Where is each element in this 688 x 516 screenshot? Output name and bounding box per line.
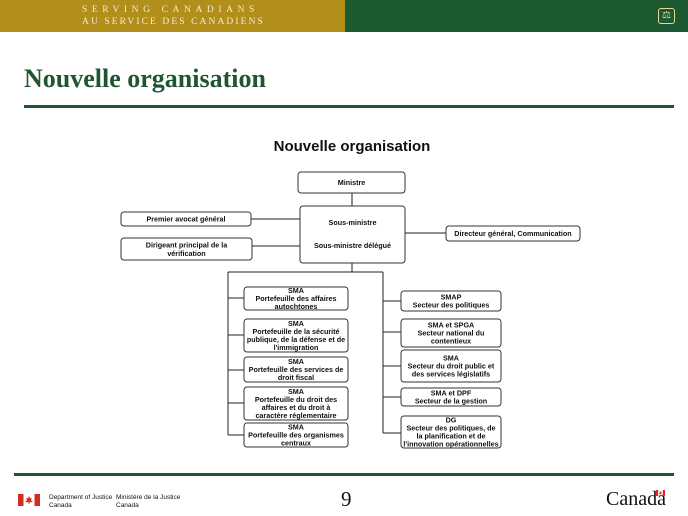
diagram-title: Nouvelle organisation (274, 138, 431, 155)
scales-of-justice-icon: ⚖ (658, 8, 675, 24)
node-left-sma-2-label: l'immigration (274, 343, 319, 352)
node-left-sma-4-label: caractère réglementaire (255, 411, 336, 420)
node-left-sma-3-label: droit fiscal (278, 373, 314, 382)
node-left-sma-4-label: Portefeuille du droit des (255, 395, 337, 404)
node-right-sector-3-label: des services législatifs (412, 370, 490, 379)
node-right-sector-5-label: l'innovation opérationnelles (403, 440, 498, 449)
node-left-sma-5-label: Portefeuille des organismes (248, 431, 344, 440)
node-right-sector-4-label: Secteur de la gestion (415, 397, 487, 406)
slide-title: Nouvelle organisation (24, 64, 266, 93)
dept-fr-line: Ministère de la Justice (116, 494, 181, 501)
node-dirigeant-principal-verification (120, 237, 253, 261)
department-name-french: Ministère de la Justice Canada (116, 494, 180, 509)
node-left-sma-1-label: SMA (288, 286, 304, 295)
node-left-sma-1 (243, 286, 349, 311)
node-left-sma-5-label: centraux (281, 439, 311, 448)
node-left-sma-1-label: autochtones (275, 302, 318, 311)
node-ministre (297, 171, 406, 194)
node-left-sma-2-label: SMA (288, 319, 304, 328)
node-right-sector-2 (400, 318, 502, 348)
node-left-sma-1-label: Portefeuille des affaires (255, 294, 336, 303)
canada-flag-icon (18, 494, 40, 506)
wordmark-flag-icon (656, 490, 665, 496)
node-right-sector-4-label: SMA et DPF (431, 389, 472, 398)
node-premier-avocat-general (120, 211, 252, 227)
node-right-sector-1 (400, 290, 502, 312)
title-divider (24, 105, 674, 108)
node-right-sector-3-label: SMA (443, 354, 459, 363)
node-left-sma-3 (243, 356, 349, 383)
node-right-sector-5-label: DG (446, 416, 457, 425)
node-right-sector-5-label: la planification et de (416, 432, 485, 441)
node-right-sector-3-label: Secteur du droit public et (408, 362, 495, 371)
footer-divider (14, 473, 674, 476)
node-dirigeant-principal-verification-label: Dirigeant principal de la (146, 240, 228, 249)
header-gold-band: SERVING CANADIANS AU SERVICE DES CANADIE… (0, 0, 345, 32)
dept-en-line: Department of Justice (49, 494, 113, 501)
dept-fr-line: Canada (116, 501, 139, 509)
node-sous-ministre-label: Sous-ministre (329, 218, 377, 227)
node-right-sector-5-label: Secteur des politiques, de (406, 424, 495, 433)
node-sous-ministre-label: Sous-ministre délégué (314, 241, 391, 250)
node-directeur-communication (445, 225, 581, 242)
node-left-sma-3-label: Portefeuille des services de (249, 365, 344, 374)
node-premier-avocat-general-label: Premier avocat général (146, 215, 225, 224)
page-number: 9 (341, 487, 352, 511)
node-right-sector-2-label: SMA et SPGA (428, 321, 474, 330)
department-name-english: Department of Justice Canada (49, 494, 112, 509)
node-directeur-communication-label: Directeur général, Communication (454, 229, 571, 238)
node-right-sector-2-label: contentieux (431, 337, 471, 346)
node-sous-ministre (299, 205, 406, 264)
node-right-sector-5 (400, 415, 502, 449)
node-left-sma-3-label: SMA (288, 357, 304, 366)
node-right-sector-1-label: Secteur des politiques (413, 301, 490, 310)
node-left-sma-4-label: SMA (288, 387, 304, 396)
node-left-sma-4 (243, 386, 349, 421)
node-ministre-label: Ministre (338, 178, 366, 187)
node-right-sector-4 (400, 387, 502, 407)
node-left-sma-2 (243, 318, 349, 353)
header-line-english: SERVING CANADIANS (82, 5, 259, 15)
header-green-band (345, 0, 688, 32)
node-right-sector-1-label: SMAP (441, 293, 462, 302)
canada-wordmark: Canada (606, 488, 666, 510)
node-left-sma-5 (243, 422, 349, 448)
dept-en-line: Canada (49, 501, 72, 509)
node-left-sma-2-label: Portefeuille de la sécurité (252, 327, 339, 336)
node-left-sma-5-label: SMA (288, 423, 304, 432)
node-right-sector-2-label: Secteur national du (418, 329, 485, 338)
node-left-sma-4-label: affaires et du droit à (262, 403, 332, 412)
node-dirigeant-principal-verification-label: vérification (167, 249, 205, 258)
node-right-sector-3 (400, 349, 502, 383)
header-line-french: AU SERVICE DES CANADIENS (82, 17, 265, 27)
node-left-sma-2-label: publique, de la défense et de (247, 335, 345, 344)
